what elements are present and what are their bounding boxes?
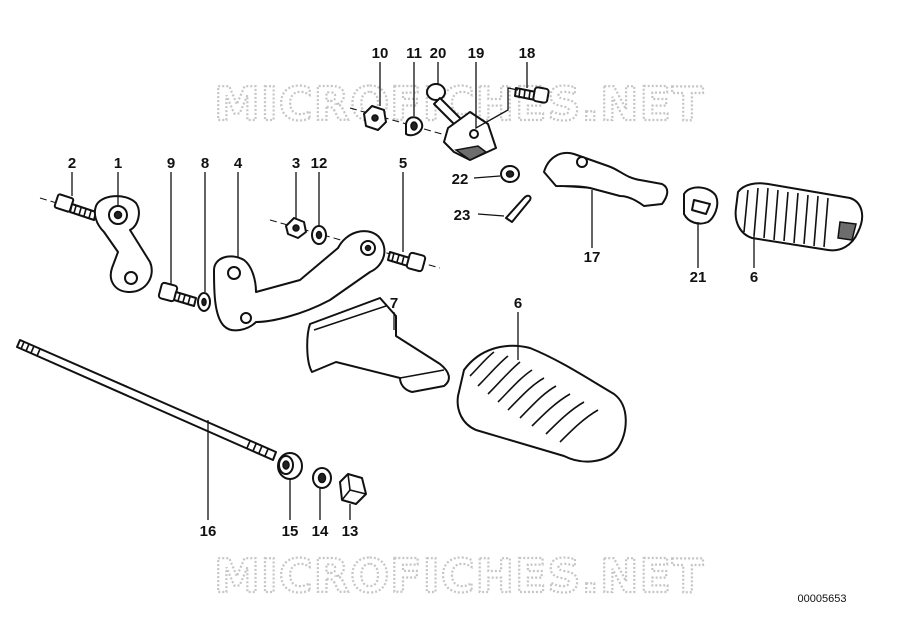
callout-5[interactable]: 5 [399, 155, 407, 172]
callout-20[interactable]: 20 [430, 45, 447, 62]
part-14-washer[interactable] [312, 467, 332, 489]
callout-14[interactable]: 14 [312, 523, 329, 540]
part-16-threaded-rod[interactable] [16, 339, 277, 461]
callout-7[interactable]: 7 [390, 295, 398, 312]
diagram-code: 00005653 [798, 593, 847, 605]
callout-10[interactable]: 10 [372, 45, 389, 62]
part-12-washer[interactable] [311, 225, 327, 245]
part-6-rubber-lower[interactable] [456, 344, 627, 463]
part-9-bolt[interactable] [157, 281, 197, 307]
leader-23 [477, 213, 505, 217]
callout-19[interactable]: 19 [468, 45, 485, 62]
callout-23[interactable]: 23 [454, 207, 471, 224]
part-13-cap-nut[interactable] [339, 473, 367, 505]
part-23-pin[interactable] [505, 194, 532, 223]
part-5-bolt[interactable] [387, 251, 427, 273]
leader-19 [475, 62, 519, 130]
part-21-insert[interactable] [683, 186, 719, 225]
callout-4[interactable]: 4 [234, 155, 243, 172]
part-4-bracket[interactable] [213, 230, 386, 332]
callout-11[interactable]: 11 [406, 45, 422, 62]
watermark-bottom: MICROFICHES.NET [214, 549, 704, 603]
callout-13[interactable]: 13 [342, 523, 359, 540]
part-11-washer[interactable] [405, 116, 424, 137]
part-2-bolt[interactable] [53, 193, 97, 221]
callout-22[interactable]: 22 [452, 171, 469, 188]
callout-6-lower[interactable]: 6 [514, 295, 522, 312]
callout-18[interactable]: 18 [519, 45, 536, 62]
callout-17[interactable]: 17 [584, 249, 601, 266]
callout-9[interactable]: 9 [167, 155, 175, 172]
callout-6-upper[interactable]: 6 [750, 269, 758, 286]
part-6-rubber-upper[interactable] [734, 182, 864, 252]
part-8-washer[interactable] [197, 292, 211, 312]
callout-2[interactable]: 2 [68, 155, 76, 172]
callout-12[interactable]: 12 [311, 155, 328, 172]
part-10-nut[interactable] [363, 105, 387, 131]
callout-3[interactable]: 3 [292, 155, 300, 172]
callout-16[interactable]: 16 [200, 523, 217, 540]
leader-22 [473, 175, 501, 179]
callout-15[interactable]: 15 [282, 523, 299, 540]
callout-1[interactable]: 1 [114, 155, 122, 172]
part-1-lever[interactable] [93, 195, 153, 293]
part-3-nut[interactable] [285, 217, 307, 239]
part-18-screw[interactable] [514, 86, 550, 104]
part-20-knob[interactable] [426, 83, 463, 127]
callout-8[interactable]: 8 [201, 155, 209, 172]
part-17-footrest-upper[interactable] [543, 152, 669, 207]
part-15-spacer[interactable] [277, 452, 303, 480]
callout-21[interactable]: 21 [690, 269, 707, 286]
part-22-ring[interactable] [500, 165, 520, 183]
part-7-footrest[interactable] [306, 297, 450, 393]
